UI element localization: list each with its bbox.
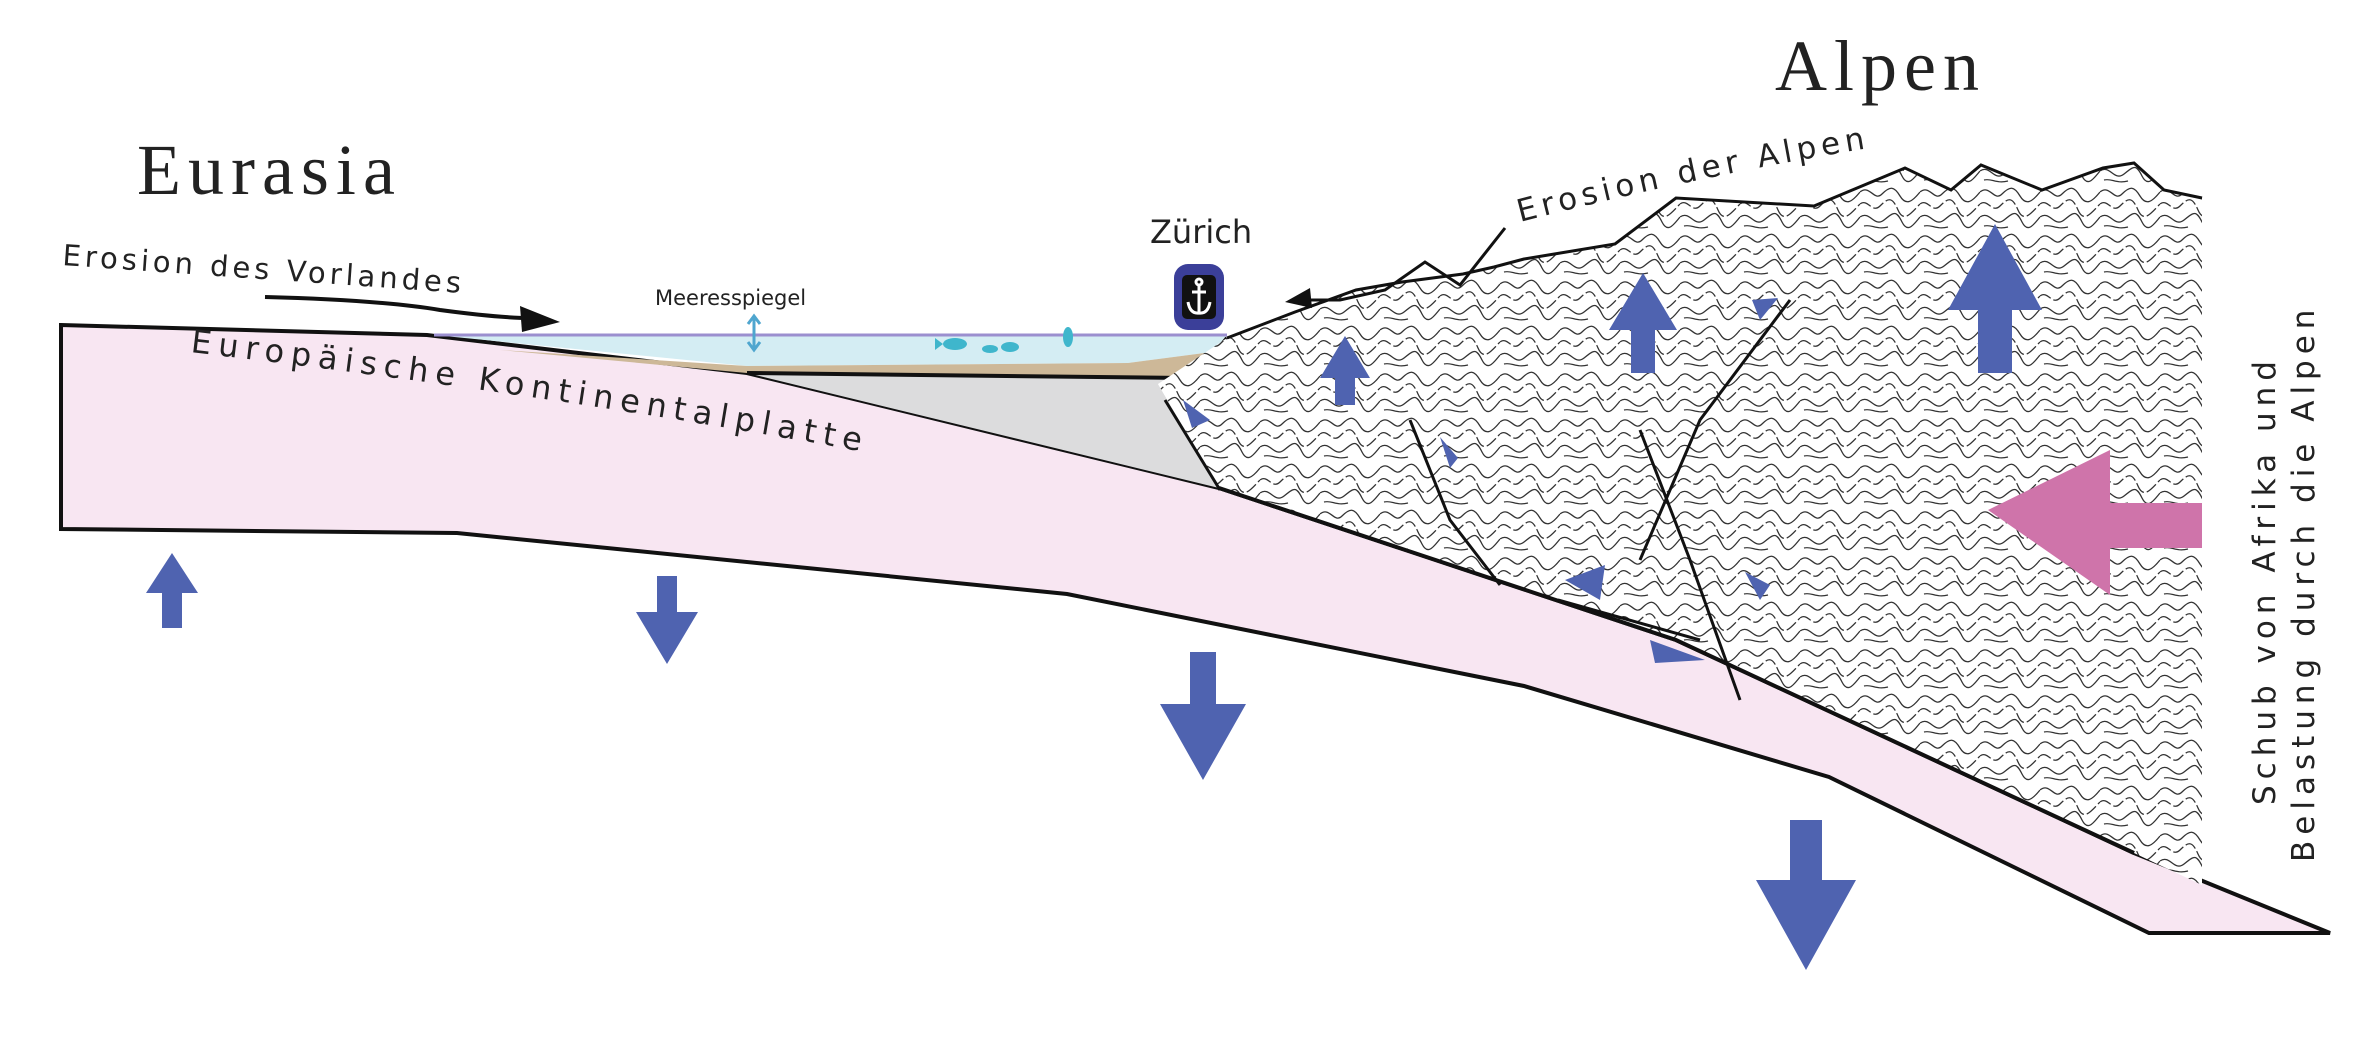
- title-alpen: Alpen: [1775, 26, 1986, 106]
- uplift-arrow-small: [146, 553, 198, 628]
- uplift-arrow-large: [1948, 224, 2042, 373]
- label-push-line1: Schub von Afrika und: [2247, 355, 2283, 805]
- title-eurasia: Eurasia: [137, 130, 402, 210]
- sea-water: [434, 335, 1227, 366]
- label-zurich: Zürich: [1150, 213, 1252, 251]
- label-push-line2: Belastung durch die Alpen: [2286, 304, 2322, 862]
- anchor-icon: [1186, 277, 1212, 315]
- fish-icons: [935, 327, 1073, 353]
- push-arrow-africa: [1988, 450, 2202, 595]
- sediment-layer: [500, 338, 1227, 378]
- subsidence-arrow: [636, 576, 698, 664]
- label-sea-level: Meeresspiegel: [655, 286, 806, 310]
- molasse-wedge: [747, 373, 1219, 488]
- label-erosion-foreland: Erosion des Vorlandes: [62, 238, 467, 300]
- subsidence-arrow: [1160, 652, 1246, 780]
- fault-motion-triangles: [1183, 298, 1778, 663]
- uplift-arrow: [1320, 336, 1370, 405]
- zurich-anchor-marker[interactable]: [1174, 264, 1224, 330]
- alps-folded-rock: [1158, 163, 2202, 885]
- sea-level-change-icon: [746, 313, 762, 353]
- erosion-alps-arrow: [1300, 227, 1507, 302]
- subsidence-arrow: [1756, 820, 1856, 970]
- uplift-arrow: [1609, 273, 1677, 373]
- erosion-foreland-arrow: [264, 295, 531, 320]
- fault-lines: [1163, 299, 1792, 701]
